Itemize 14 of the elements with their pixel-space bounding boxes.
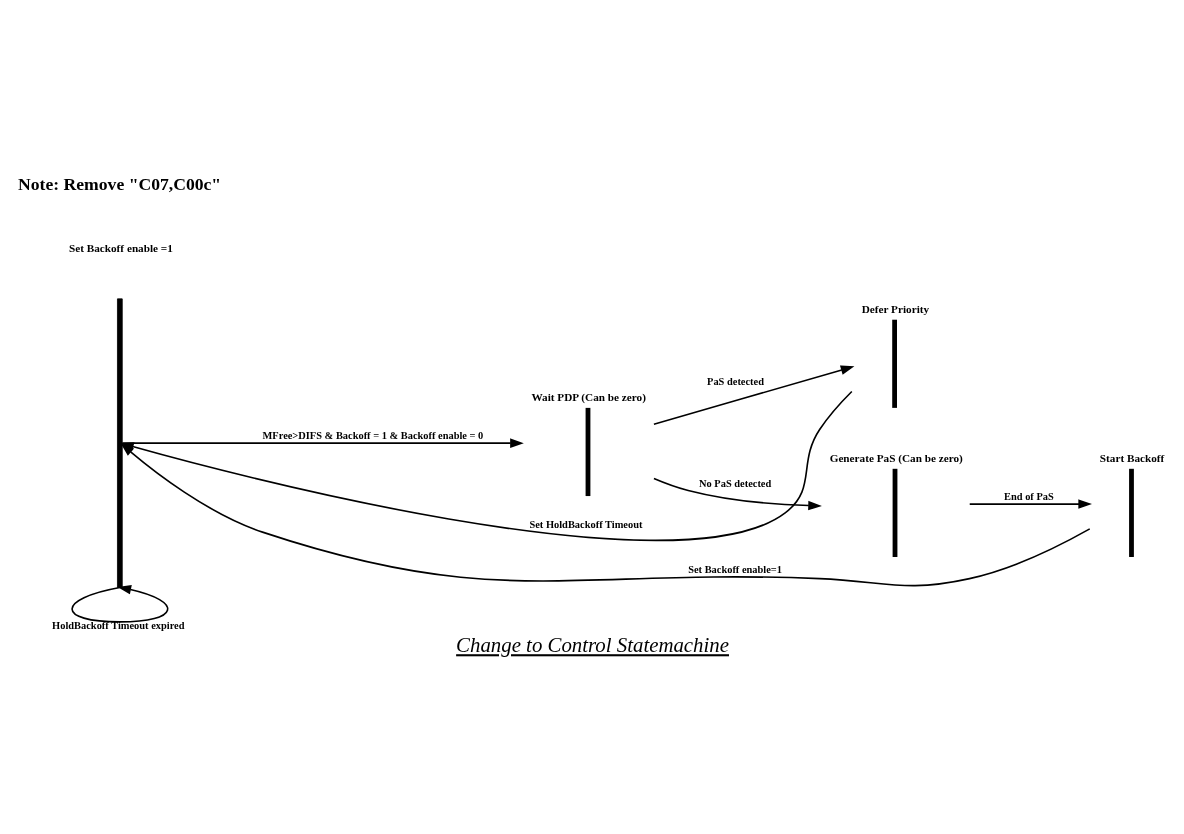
node-label: Wait PDP (Can be zero)	[531, 390, 646, 403]
node-label: Defer Priority	[861, 302, 930, 315]
edge-label: HoldBackoff Timeout expired	[52, 619, 185, 631]
edge-label: Set Backoff enable=1	[688, 563, 783, 575]
label: Set Backoff enable =1	[68, 241, 173, 254]
edge-label: Set HoldBackoff Timeout	[529, 518, 643, 530]
node-label: Generate PaS (Can be zero)	[829, 451, 963, 464]
edge-label: End of PaS	[1004, 490, 1054, 502]
label: Note: Remove "C07,C00c"	[18, 173, 222, 194]
node-label: Start Backoff	[1099, 451, 1165, 464]
edge-label: No PaS detected	[699, 477, 772, 489]
edge-label: MFree>DIFS & Backoff = 1 & Backoff enable = 0	[262, 429, 484, 441]
diagram-title: Change to Control Statemachine	[456, 632, 729, 657]
edge-label: PaS detected	[707, 375, 764, 387]
